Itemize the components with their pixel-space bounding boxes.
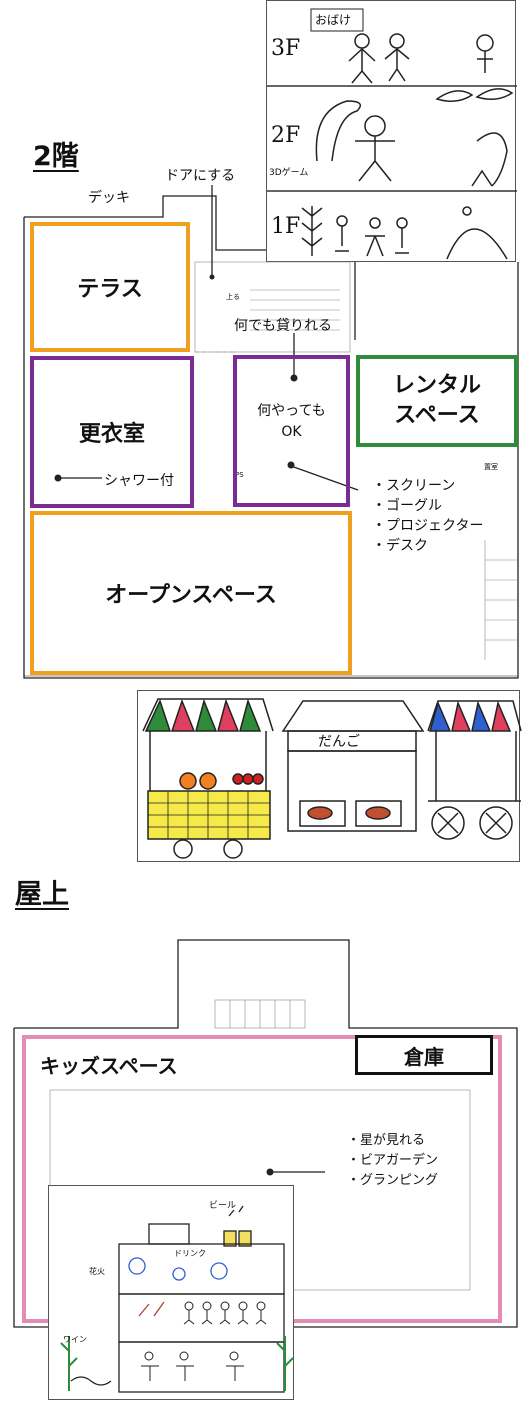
sketch-floor-2f: 2F — [271, 123, 301, 148]
dango-label: だんご — [318, 734, 360, 750]
rent-anything-label: 何でも貸りれる — [234, 318, 332, 334]
storage-room: 倉庫 — [355, 1035, 493, 1075]
anything-ok-label: 何やっても OK — [257, 403, 326, 440]
shower-label: シャワー付 — [104, 473, 174, 489]
kids-space-label: キッズスペース — [40, 1054, 178, 1078]
equipment-item: ・プロジェクター — [372, 518, 484, 534]
wc-label: 置室 — [484, 463, 498, 471]
open-space-room: オープンスペース — [30, 511, 352, 675]
stairs-up-label: 上る — [226, 293, 240, 301]
equipment-item: ・スクリーン — [372, 478, 456, 494]
rental-space-room: レンタル スペース — [356, 355, 518, 447]
equipment-item: ・ゴーグル — [372, 498, 442, 514]
feature-item: ・グランピング — [347, 1173, 439, 1188]
sketch-drink-label: ドリンク — [174, 1249, 206, 1258]
open-space-label: オープンスペース — [105, 583, 277, 608]
terrace-room: テラス — [30, 222, 190, 352]
terrace-label: テラス — [77, 277, 143, 302]
building-sketch-drawing — [60, 1205, 294, 1393]
feature-item: ・星が見れる — [347, 1133, 426, 1148]
floor2-plan-outline — [23, 185, 519, 679]
rooftop-heading: 屋上 — [15, 879, 69, 910]
sketch-ghost-label: おばけ — [315, 13, 352, 27]
changing-room-label: 更衣室 — [78, 422, 145, 447]
stall-sketch-panel: だんご — [137, 690, 522, 862]
sketch-floor-1f: 1F — [271, 214, 301, 239]
stall-sketch-drawing — [142, 698, 522, 859]
floor-sketch-panel: 3F 2F 1F おばけ 3Dゲーム — [266, 0, 517, 262]
equipment-list: ・スクリーン ・ゴーグル ・プロジェクター ・デスク — [372, 476, 483, 556]
rooftop-features-list: ・星が見れる ・ビアガーデン ・グランピング — [347, 1131, 438, 1191]
anything-ok-room: 何やっても OK — [233, 355, 350, 507]
sketch-beer-label: ビール — [209, 1201, 237, 1211]
equipment-item: ・デスク — [372, 538, 428, 554]
sketch-fireworks-label: 花火 — [89, 1267, 105, 1276]
sketch-3d-game-label: 3Dゲーム — [269, 168, 309, 178]
floor2-heading: 2階 — [33, 141, 79, 172]
feature-item: ・ビアガーデン — [347, 1153, 439, 1168]
rental-space-label: レンタル スペース — [392, 373, 481, 428]
ps-label: PS — [235, 471, 244, 479]
door-label: ドアにする — [165, 168, 236, 184]
sketch-wine-label: ワイン — [63, 1335, 87, 1344]
changing-room: 更衣室 — [30, 356, 194, 508]
deck-label: デッキ — [88, 190, 130, 206]
floor-sketch-drawing — [267, 8, 517, 260]
storage-label: 倉庫 — [404, 1044, 444, 1069]
sketch-floor-3f: 3F — [271, 36, 301, 61]
building-sketch-panel: ビール ドリンク ワイン 花火 — [48, 1185, 294, 1400]
